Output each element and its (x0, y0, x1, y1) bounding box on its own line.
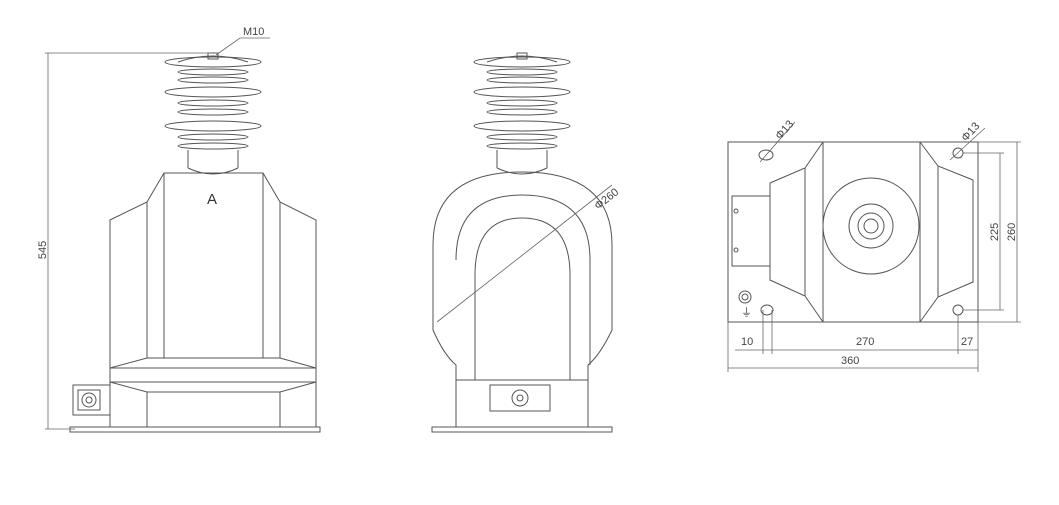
mounting-hole (952, 304, 964, 316)
hole-dimension-right: Φ13 (959, 120, 982, 144)
top-view: ⏚ Φ13 Φ13 225 260 10 270 27 360 (727, 118, 1021, 372)
ground-terminal (738, 290, 752, 304)
dim-10: 10 (741, 336, 753, 348)
ground-icon: ⏚ (741, 306, 752, 319)
dim-270: 270 (856, 336, 874, 348)
dim-225: 225 (989, 223, 1001, 241)
insulator (473, 52, 571, 175)
height-dimension: 545 (37, 241, 49, 259)
view-label-a: A (207, 191, 217, 208)
hole-dimension-left: Φ13 (773, 118, 796, 142)
junction-box (489, 384, 551, 412)
junction-box (72, 384, 111, 416)
insulator (164, 52, 262, 175)
dim-360: 360 (841, 355, 859, 367)
terminal-box (731, 195, 771, 267)
mounting-hole (760, 304, 774, 316)
dim-260: 260 (1006, 223, 1018, 241)
dim-27: 27 (961, 336, 973, 348)
mounting-hole (758, 149, 774, 161)
diameter-dimension: Φ260 (592, 186, 621, 212)
thread-label: M10 (243, 26, 264, 38)
side-view: Φ260 (431, 52, 621, 433)
front-view: A 545 M10 (37, 26, 321, 433)
